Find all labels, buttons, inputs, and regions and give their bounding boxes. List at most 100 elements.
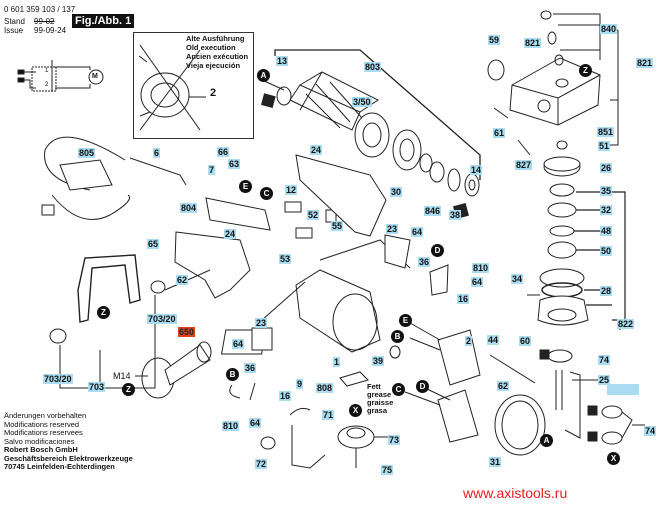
part-label-38[interactable]: 38 (449, 210, 462, 220)
part-label-44[interactable]: 44 (487, 335, 500, 345)
side-handle (135, 341, 212, 399)
part-label-25[interactable]: 25 (598, 375, 611, 385)
part-label-62[interactable]: 62 (497, 381, 510, 391)
part-label-32[interactable]: 32 (600, 205, 613, 215)
issue-label: Issue (4, 26, 24, 35)
part-label-821[interactable]: 821 (524, 38, 542, 48)
part-label-821[interactable]: 821 (636, 58, 654, 68)
part-label-50[interactable]: 50 (600, 246, 613, 256)
part-label-808[interactable]: 808 (316, 383, 334, 393)
footer-line: Modifications reservees (4, 428, 83, 437)
part-label-703-20[interactable]: 703/20 (43, 374, 73, 384)
part-label-36[interactable]: 36 (244, 363, 257, 373)
footer: Änderungen vorbehalten Modifications res… (4, 411, 133, 472)
part-label-48[interactable]: 48 (600, 226, 613, 236)
part-label-59[interactable]: 59 (488, 35, 501, 45)
part-label-13[interactable]: 13 (276, 56, 289, 66)
part-label-827[interactable]: 827 (515, 160, 533, 170)
dust-parts (229, 382, 388, 469)
part-label-14[interactable]: 14 (470, 165, 483, 175)
part-label-28[interactable]: 28 (600, 286, 613, 296)
grease-fr: graisse (367, 398, 394, 407)
part-label-810[interactable]: 810 (222, 421, 240, 431)
part-label-805[interactable]: 805 (78, 148, 96, 158)
part-label-64[interactable]: 64 (249, 418, 262, 428)
part-label-55[interactable]: 55 (331, 221, 344, 231)
part-label-16[interactable]: 16 (457, 294, 470, 304)
part-label-31[interactable]: 31 (489, 457, 502, 467)
part-label-803[interactable]: 803 (364, 62, 382, 72)
part-label-23[interactable]: 23 (255, 318, 268, 328)
part-label-851[interactable]: 851 (597, 127, 615, 137)
part-label-39[interactable]: 39 (372, 356, 385, 366)
part-label-24[interactable]: 24 (224, 229, 237, 239)
motor-label: M (92, 73, 98, 80)
part-label-6[interactable]: 6 (153, 148, 161, 158)
old-execution-es: Vieja ejecución (186, 61, 241, 70)
marker-d: D (431, 244, 444, 257)
gear-head-housing (487, 10, 619, 177)
part-label-9[interactable]: 9 (296, 379, 304, 389)
part-label-703-20[interactable]: 703/20 (147, 314, 177, 324)
marker-x: X (607, 452, 620, 465)
part-label-51[interactable]: 51 (598, 141, 611, 151)
marker-c: C (260, 187, 273, 200)
part-label-34[interactable]: 34 (511, 274, 524, 284)
marker-z: Z (579, 64, 592, 77)
part-label-61[interactable]: 61 (493, 128, 506, 138)
footer-line: Modifications reserved (4, 419, 80, 429)
grease-en: grease (367, 390, 392, 399)
marker-a: A (257, 69, 270, 82)
footer-line: Salvo modificaciones (4, 436, 75, 446)
power-cable (41, 136, 187, 220)
part-label-703[interactable]: 703 (88, 382, 106, 392)
part-label-52[interactable]: 52 (307, 210, 320, 220)
part-label-3-50[interactable]: 3/50 (352, 97, 372, 107)
grease-es: grasa (367, 406, 388, 415)
watermark-url[interactable]: www.axistools.ru (463, 485, 568, 501)
marker-a: A (540, 434, 553, 447)
part-label-12[interactable]: 12 (285, 185, 298, 195)
part-label-75[interactable]: 75 (381, 465, 394, 475)
thread-label: M14 (113, 371, 131, 381)
part-label-30[interactable]: 30 (390, 187, 403, 197)
marker-e: E (239, 180, 252, 193)
switch-assembly (164, 154, 387, 299)
part-label-74[interactable]: 74 (598, 355, 611, 365)
part-label-840[interactable]: 840 (600, 24, 618, 34)
part-number: 0 601 359 103 / 137 (4, 5, 76, 14)
part-label-36[interactable]: 36 (418, 257, 431, 267)
part-label-66[interactable]: 66 (217, 147, 230, 157)
part-label-1[interactable]: 1 (333, 357, 341, 367)
part-label-16[interactable]: 16 (279, 391, 292, 401)
part-label-64[interactable]: 64 (411, 227, 424, 237)
part-label-846[interactable]: 846 (424, 206, 442, 216)
handle-bracket (49, 254, 166, 389)
part-label-60[interactable]: 60 (519, 336, 532, 346)
part-label-810[interactable]: 810 (472, 263, 490, 273)
marker-c: C (392, 383, 405, 396)
part-label-2[interactable]: 2 (465, 336, 473, 346)
company-division: Geschäftsbereich Elektrowerkzeuge (4, 453, 133, 463)
part-label-64[interactable]: 64 (232, 339, 245, 349)
part-label-65[interactable]: 65 (147, 239, 160, 249)
company-name: Robert Bosch GmbH (4, 445, 78, 454)
part-label-53[interactable]: 53 (279, 254, 292, 264)
part-label-72[interactable]: 72 (255, 459, 268, 469)
part-label-24[interactable]: 24 (310, 145, 323, 155)
part-label-73[interactable]: 73 (388, 435, 401, 445)
old-execution-fr: Ancien exécution (186, 52, 249, 61)
part-label-650[interactable]: 650 (178, 327, 196, 337)
part-label-23[interactable]: 23 (386, 224, 399, 234)
part-label-63[interactable]: 63 (228, 159, 241, 169)
part-label-71[interactable]: 71 (322, 410, 335, 420)
part-label-26[interactable]: 26 (600, 163, 613, 173)
part-label-822[interactable]: 822 (617, 319, 635, 329)
part-label-74[interactable]: 74 (644, 426, 657, 436)
part-label-7[interactable]: 7 (208, 165, 216, 175)
part-label-64[interactable]: 64 (471, 277, 484, 287)
part-label-35[interactable]: 35 (600, 186, 613, 196)
part-label-62[interactable]: 62 (176, 275, 189, 285)
part-label-804[interactable]: 804 (180, 203, 198, 213)
